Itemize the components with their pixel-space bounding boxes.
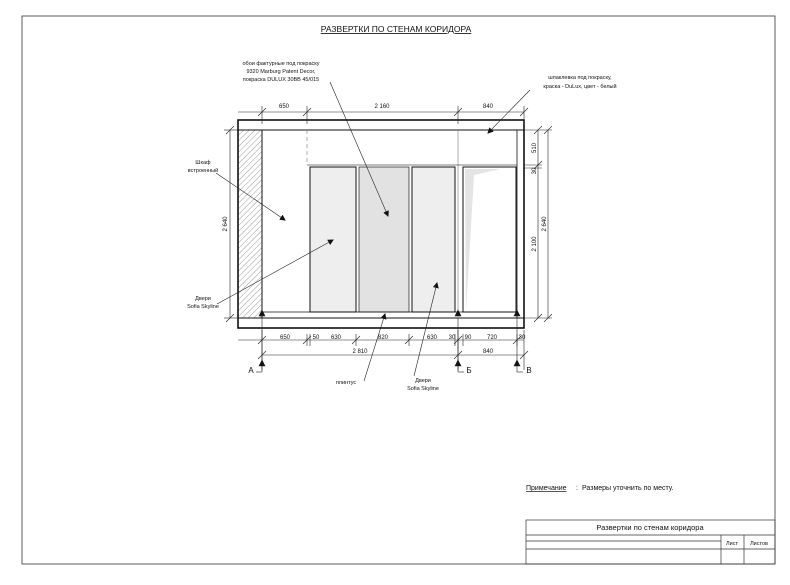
dim-top-3: 840	[483, 104, 494, 110]
title-block-sheets: Листов	[750, 541, 768, 547]
dim-bottom-820: 820	[378, 335, 389, 341]
dim-right-2100: 2 100	[532, 236, 538, 252]
callout-plinth: плинтус	[336, 380, 357, 386]
remark: Примечание : Размеры уточнить по месту.	[526, 485, 674, 492]
axis-b-label: Б	[466, 366, 471, 375]
callout-doors-bottom: Двери Sofia Skyline	[407, 378, 439, 392]
callout-wardrobe-line-1: Шкаф	[195, 160, 211, 166]
dimensions-top	[238, 106, 529, 124]
dim-bottom-50: 50	[313, 335, 320, 341]
callout-wardrobe-line-2: встроенный	[188, 167, 218, 174]
sheet-frame	[21, 15, 776, 565]
dim-bottom-30-b: 30	[519, 335, 526, 341]
dim-bottom-630-a: 630	[331, 335, 342, 341]
dim-bottom-30-a: 30	[449, 335, 456, 341]
title-block	[525, 519, 776, 565]
remark-label: Примечание	[526, 485, 567, 492]
dimensions-right	[524, 125, 553, 323]
dim-bottom-720: 720	[487, 335, 498, 341]
dim-bottom-90: 90	[465, 335, 472, 341]
callout-doors-bottom-line-1: Двери	[415, 378, 431, 384]
wall-section-hatch	[237, 129, 263, 319]
wall-outline	[237, 119, 525, 329]
dim-right-30: 30	[532, 167, 538, 174]
door-3	[411, 166, 456, 313]
axis-v-label: В	[526, 366, 531, 375]
door-2-glass	[358, 166, 410, 313]
callout-wardrobe: Шкаф встроенный	[188, 160, 218, 174]
callout-wallpaper-line-3: покраска DULUX 30BB 45/015	[243, 77, 319, 83]
callout-wallpaper-line-2: 9320 Marburg Patent Decor,	[246, 69, 316, 75]
callout-doors-left-line-1: Двери	[195, 296, 211, 302]
dim-bottom-right: 840	[483, 349, 494, 355]
leader-lines	[215, 81, 531, 382]
dim-bottom-630-b: 630	[427, 335, 438, 341]
callout-doors-left: Двери Sofia Skyline	[187, 296, 219, 310]
dim-bottom-650: 650	[280, 335, 291, 341]
dim-bottom-total: 2 810	[352, 349, 368, 355]
axis-a-label: А	[248, 366, 254, 375]
callout-putty-line-2: краска - DuLux, цвет - белый	[543, 83, 616, 90]
callout-wallpaper: обои фактурные под покраску 9320 Marburg…	[242, 61, 319, 83]
door-1	[309, 166, 357, 313]
callout-doors-left-line-2: Sofia Skyline	[187, 304, 219, 310]
title-block-title: Развертки по стенам коридора	[596, 523, 704, 532]
dim-top-2: 2 160	[374, 104, 390, 110]
dim-top-1: 650	[279, 104, 290, 110]
callout-putty: шпаклевка под покраску, краска - DuLux, …	[543, 75, 616, 90]
sheet-title: РАЗВЕРТКИ ПО СТЕНАМ КОРИДОРА	[321, 24, 472, 34]
door-4-shadow	[465, 169, 500, 312]
dimensions-left	[224, 125, 238, 323]
title-block-sheet: Лист	[726, 541, 738, 547]
dim-right-total: 2 640	[542, 216, 548, 232]
callout-putty-line-1: шпаклевка под покраску,	[548, 75, 612, 81]
callout-doors-bottom-line-2: Sofia Skyline	[407, 386, 439, 392]
wall-elevation	[237, 119, 525, 329]
remark-colon: :	[576, 485, 578, 492]
dim-right-510: 510	[532, 142, 538, 153]
dim-left-height: 2 640	[223, 216, 229, 232]
axis-markers	[256, 309, 523, 373]
remark-text: Размеры уточнить по месту.	[582, 485, 674, 492]
callout-wallpaper-line-1: обои фактурные под покраску	[242, 61, 319, 67]
dimensions-bottom	[238, 330, 529, 370]
